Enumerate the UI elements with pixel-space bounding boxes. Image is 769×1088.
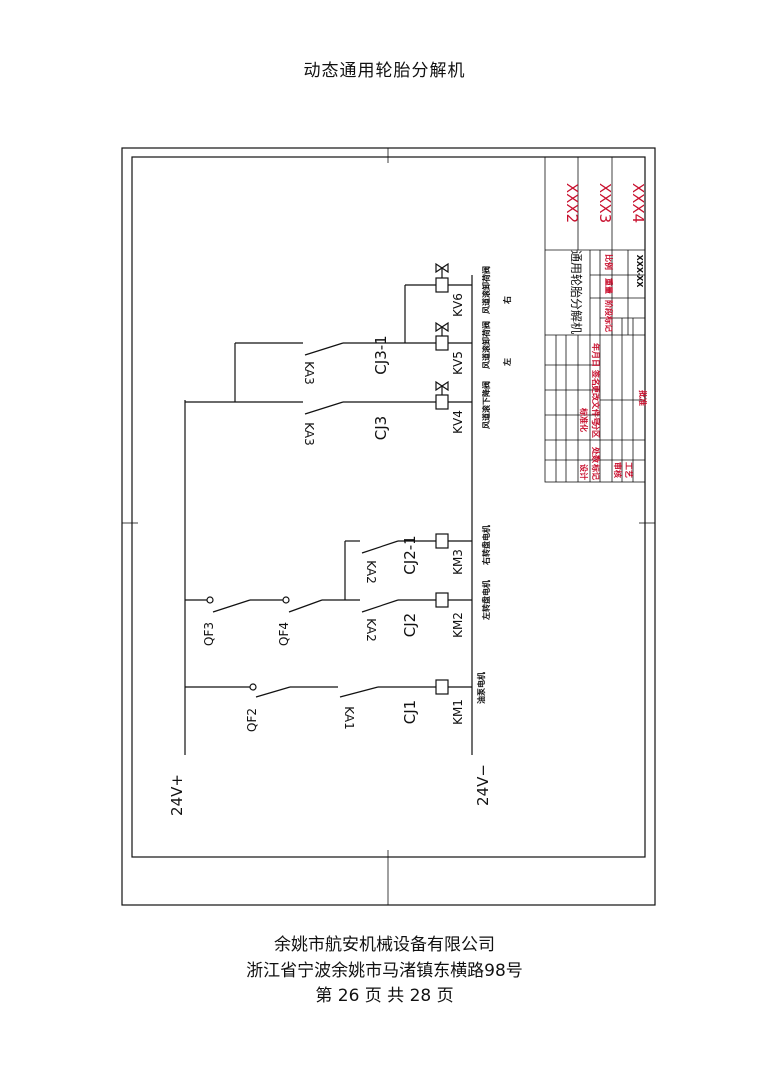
cell-year: 年月日 xyxy=(591,343,601,367)
coil-km1: KM1 xyxy=(451,699,465,725)
cell-scale: 比例 xyxy=(604,254,614,270)
positive-rail-label: 24V+ xyxy=(168,774,186,816)
coil-kv5: KV5 xyxy=(451,351,465,375)
cell-mark: 标记 xyxy=(591,463,601,480)
contact-cj3-1: CJ3-1 xyxy=(372,335,390,374)
cell-zone: 分区 xyxy=(591,422,601,438)
side-kv5: 左 xyxy=(502,358,512,367)
revision-2: XXX3 xyxy=(596,183,614,223)
circuit-kv5: KA3 CJ3-1 KV5 风道滚卸荷阀 左 xyxy=(234,285,512,402)
negative-rail-label: 24V− xyxy=(474,764,492,806)
coil-km3: KM3 xyxy=(451,549,465,575)
breaker-qf4: QF4 xyxy=(277,622,291,646)
circuit-km1: QF2 KA1 CJ1 KM1 油泵电机 xyxy=(185,672,486,732)
load-km3: 右转盘电机 xyxy=(481,525,491,566)
load-kv4: 风道滚下降阀 xyxy=(481,381,491,429)
contact-cj2-1: CJ2-1 xyxy=(401,535,419,574)
circuit-kv4: KA3 CJ3 KV4 风道滚下降阀 xyxy=(185,380,491,446)
company-address: 浙江省宁波余姚市马渚镇东横路98号 xyxy=(246,961,523,981)
side-kv6: 右 xyxy=(502,296,512,305)
coil-km2: KM2 xyxy=(451,612,465,638)
cell-approve: 批准 xyxy=(638,390,648,406)
circuit-km2: QF3 QF4 KA2 CJ2 KM2 左转盘电机 xyxy=(185,541,491,646)
cell-review: 审核 xyxy=(613,462,623,478)
document-title: 动态通用轮胎分解机 xyxy=(303,61,466,81)
load-kv5: 风道滚卸荷阀 xyxy=(481,321,491,369)
cell-stage: 阶段标记 xyxy=(604,300,614,332)
revision-3: XXX4 xyxy=(629,183,647,223)
relay-ka2: KA2 xyxy=(364,618,378,642)
cell-standard: 标准化 xyxy=(579,407,589,432)
title-block: XXX2 XXX3 XXX4 通用轮胎分解机 XXX-XX 年月日 签名 更改文… xyxy=(544,156,648,483)
company-name: 余姚市航安机械设备有限公司 xyxy=(274,935,495,955)
coil-kv6: KV6 xyxy=(451,293,465,317)
breaker-qf3: QF3 xyxy=(202,622,216,646)
cell-process: 工艺 xyxy=(624,462,634,478)
load-km2: 左转盘电机 xyxy=(481,580,491,621)
cell-change-doc: 更改文件号 xyxy=(591,385,601,425)
power-rails: 24V+ 24V− xyxy=(168,275,492,816)
relay-ka3: KA3 xyxy=(302,422,316,446)
contact-cj2: CJ2 xyxy=(401,613,419,637)
circuit-kv6: KV6 风道滚卸荷阀 右 xyxy=(405,262,512,317)
cell-sign: 签名 xyxy=(591,369,601,386)
drawing-frame xyxy=(121,147,656,906)
circuit-km3: KA2 CJ2-1 KM3 右转盘电机 xyxy=(345,525,491,584)
relay-ka1: KA1 xyxy=(342,706,356,730)
relay-ka2-b: KA2 xyxy=(364,560,378,584)
breaker-qf2: QF2 xyxy=(245,708,259,732)
contact-cj1: CJ1 xyxy=(401,700,419,724)
cell-weight: 重量 xyxy=(604,278,614,294)
cell-design: 设计 xyxy=(579,464,589,480)
contact-cj3: CJ3 xyxy=(372,416,390,440)
page-number: 第 26 页 共 28 页 xyxy=(315,986,454,1006)
drawing-code: XXX-XX xyxy=(635,255,644,289)
load-km1: 油泵电机 xyxy=(476,672,486,704)
drawing-name: 通用轮胎分解机 xyxy=(569,250,583,334)
load-kv6: 风道滚卸荷阀 xyxy=(481,266,491,314)
coil-kv4: KV4 xyxy=(451,410,465,434)
revision-1: XXX2 xyxy=(563,183,581,223)
relay-ka3-b: KA3 xyxy=(302,361,316,385)
cell-count: 处数 xyxy=(591,446,601,464)
